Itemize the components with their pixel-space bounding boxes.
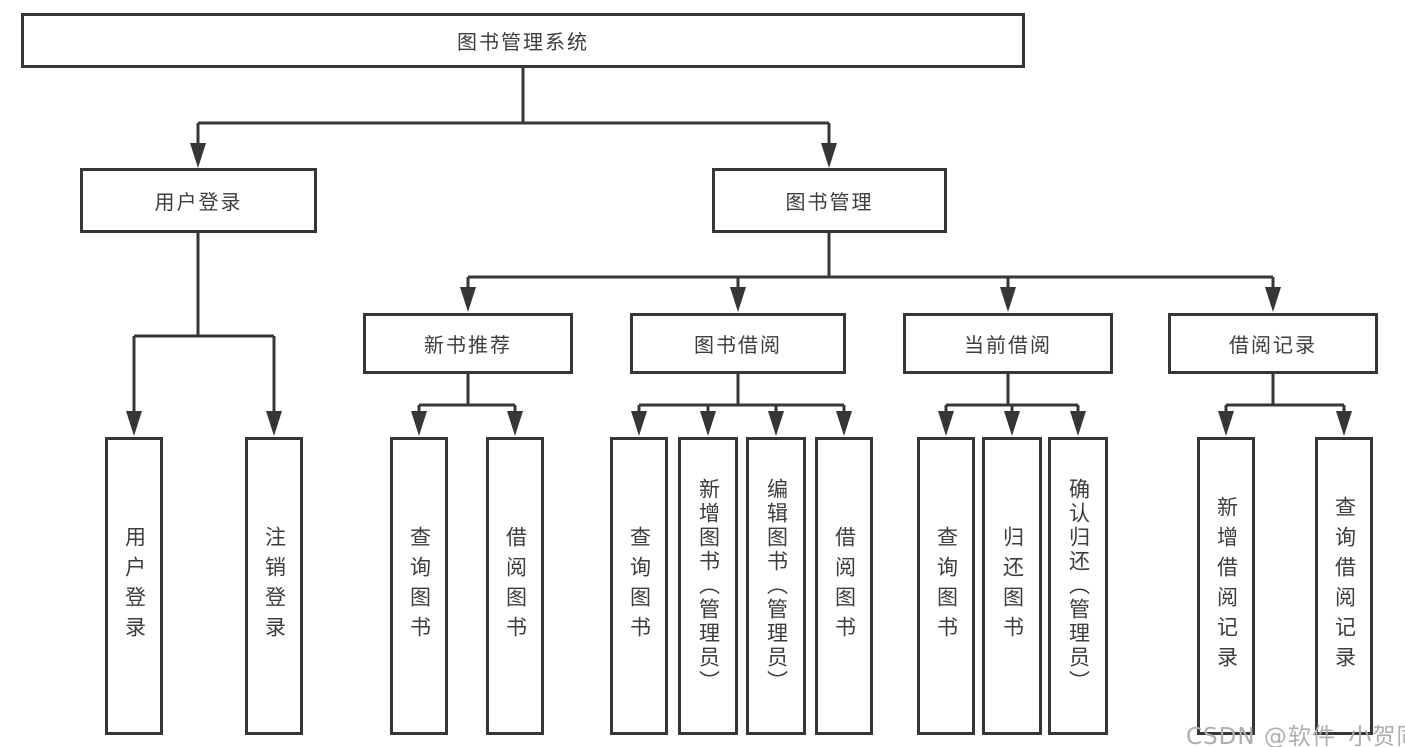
node-new-book-recommend: 新书推荐 — [363, 313, 573, 374]
node-borrow-records: 借阅记录 — [1168, 313, 1378, 374]
node-new-book-recommend-label: 新书推荐 — [424, 333, 512, 357]
node-book-management: 图书管理 — [712, 168, 947, 233]
node-current-borrow: 当前借阅 — [903, 313, 1113, 374]
node-query-borrow-record: 查询借阅记录 — [1315, 437, 1373, 735]
node-confirm-return-admin: 确认归还（管理员） — [1048, 437, 1108, 735]
node-query-books-borrow: 查询图书 — [610, 437, 668, 735]
node-book-borrow: 图书借阅 — [630, 313, 846, 374]
node-book-management-label: 图书管理 — [785, 190, 874, 214]
node-add-books-admin: 新增图书（管理员） — [678, 437, 738, 735]
node-user-login: 用户登录 — [80, 168, 317, 233]
node-current-borrow-label: 当前借阅 — [964, 333, 1052, 357]
node-return-books: 归还图书 — [982, 437, 1042, 735]
connector-book-mgmt-branch — [460, 233, 1281, 312]
connector-new-book-recommend — [411, 374, 523, 436]
node-root-label: 图书管理系统 — [457, 30, 589, 54]
connector-root-to-level2 — [190, 68, 837, 168]
node-borrow-books-recommend: 借阅图书 — [486, 437, 544, 735]
node-user-login-leaf: 用户登录 — [105, 437, 163, 735]
node-user-login-label: 用户登录 — [154, 190, 243, 214]
node-book-borrow-label: 图书借阅 — [694, 333, 782, 357]
connector-book-borrow — [631, 374, 852, 436]
connector-user-login-branch — [126, 233, 282, 436]
node-query-books-recommend: 查询图书 — [390, 437, 448, 735]
watermark: CSDN @软件_小贺同学 — [1186, 724, 1405, 747]
node-borrow-records-label: 借阅记录 — [1229, 333, 1317, 357]
connector-borrow-records — [1218, 374, 1352, 436]
node-edit-books-admin: 编辑图书（管理员） — [746, 437, 806, 735]
node-logout: 注销登录 — [245, 437, 303, 735]
node-borrow-books-leaf: 借阅图书 — [815, 437, 873, 735]
node-add-borrow-record: 新增借阅记录 — [1197, 437, 1255, 735]
node-query-books-current: 查询图书 — [917, 437, 975, 735]
connector-current-borrow — [938, 374, 1086, 436]
node-root: 图书管理系统 — [21, 13, 1025, 68]
